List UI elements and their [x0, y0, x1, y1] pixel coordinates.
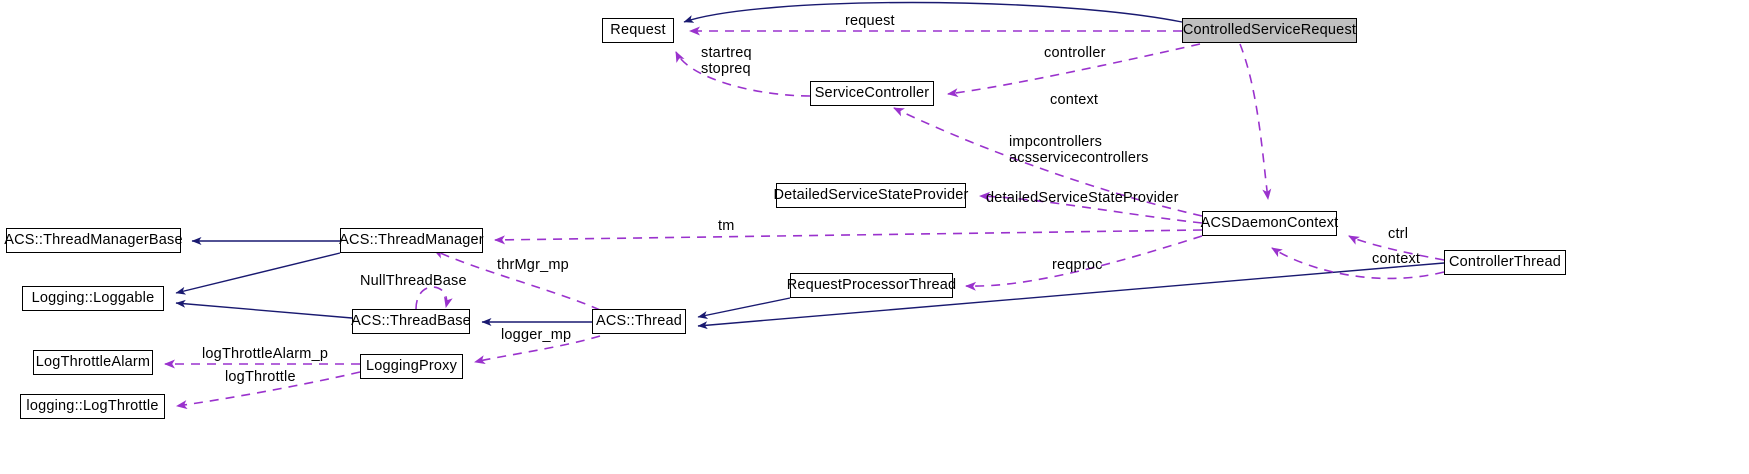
edge-label-logger-mp: logger_mp	[501, 327, 572, 343]
node-logging-logthrottle[interactable]: logging::LogThrottle	[20, 394, 165, 419]
edge-label-context-right: context	[1372, 251, 1421, 267]
edge-label-stopreq: stopreq	[701, 61, 751, 77]
node-controllerthread[interactable]: ControllerThread	[1444, 250, 1566, 275]
node-detailedservicestateprovider[interactable]: DetailedServiceStateProvider	[773, 183, 969, 208]
edge-acsdaemoncontext-tm-threadmanager	[494, 229, 1203, 245]
node-servicecontroller[interactable]: ServiceController	[810, 81, 934, 106]
edge-label-impcontrollers: impcontrollers	[1009, 134, 1103, 150]
edge-threadmanager-to-loggable	[175, 252, 341, 295]
edge-label-nullthreadbase: NullThreadBase	[360, 273, 467, 289]
edge-label-tm: tm	[718, 218, 735, 234]
node-controlledservicerequest[interactable]: ControlledServiceRequest	[1182, 18, 1357, 43]
edge-label-startreq: startreq	[701, 45, 752, 61]
node-label: ACS::ThreadManager	[339, 232, 484, 249]
edge-threadbase-to-loggable	[175, 299, 353, 319]
node-request[interactable]: Request	[602, 18, 674, 43]
node-label: logging::LogThrottle	[26, 398, 159, 415]
node-label: ACS::ThreadBase	[351, 313, 471, 330]
edge-label-logthrottlealarm-p: logThrottleAlarm_p	[202, 346, 329, 362]
node-acs-threadmanagerbase[interactable]: ACS::ThreadManagerBase	[4, 228, 183, 253]
node-label: RequestProcessorThread	[786, 277, 957, 294]
node-acs-threadbase[interactable]: ACS::ThreadBase	[351, 309, 471, 334]
edge-label-acsservicecontrollers: acsservicecontrollers	[1009, 150, 1149, 166]
edge-requestprocessorthread-to-thread	[697, 297, 791, 319]
node-label: ControllerThread	[1449, 254, 1561, 271]
edge-label-controller: controller	[1044, 45, 1106, 61]
node-requestprocessorthread[interactable]: RequestProcessorThread	[787, 273, 956, 298]
node-label: Request	[610, 22, 666, 39]
edge-label-logthrottle: logThrottle	[225, 369, 296, 385]
node-logthrottlealarm[interactable]: LogThrottleAlarm	[33, 350, 153, 375]
node-acsdaemoncontext[interactable]: ACSDaemonContext	[1200, 211, 1339, 236]
edge-label-ctrl: ctrl	[1388, 226, 1409, 242]
node-label: DetailedServiceStateProvider	[773, 187, 969, 204]
node-loggingproxy[interactable]: LoggingProxy	[360, 354, 463, 379]
edge-label-thrmgr-mp: thrMgr_mp	[497, 257, 569, 273]
node-label: ACSDaemonContext	[1200, 215, 1339, 232]
node-label: LoggingProxy	[365, 358, 458, 375]
node-acs-thread[interactable]: ACS::Thread	[592, 309, 686, 334]
edge-label-reqproc: reqproc	[1052, 257, 1103, 273]
edge-threadbase-nullthreadbase-self	[415, 286, 453, 310]
node-label: ACS::Thread	[595, 313, 682, 330]
node-label: ControlledServiceRequest	[1182, 22, 1357, 39]
edge-controlledservicerequest-to-request	[683, 1, 1183, 23]
edge-label-request: request	[845, 13, 895, 29]
node-label: ServiceController	[814, 85, 930, 102]
node-acs-threadmanager[interactable]: ACS::ThreadManager	[339, 228, 484, 253]
edge-label-context-top: context	[1050, 92, 1099, 108]
edge-controlledservicerequest-context-acsdaemoncontext	[1239, 43, 1272, 200]
edge-label-detailedservicestateprovider: detailedServiceStateProvider	[986, 190, 1179, 206]
node-logging-loggable[interactable]: Logging::Loggable	[22, 286, 164, 311]
node-label: LogThrottleAlarm	[35, 354, 151, 371]
node-label: ACS::ThreadManagerBase	[4, 232, 183, 249]
node-label: Logging::Loggable	[31, 290, 155, 307]
